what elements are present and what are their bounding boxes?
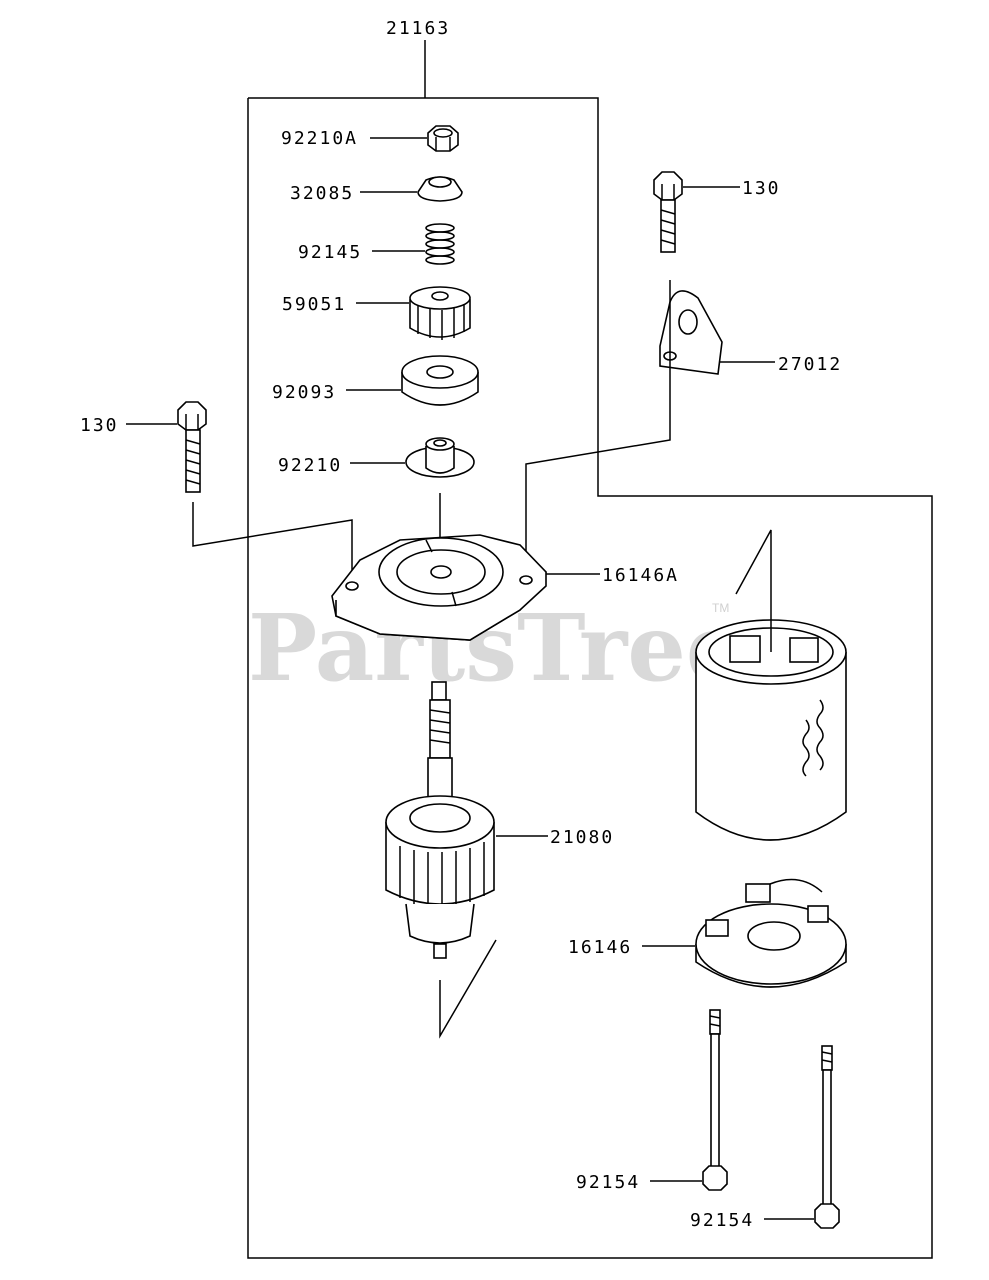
bracket-27012[interactable] [525,280,775,572]
assembly-label: 21163 [386,18,450,39]
washer-92093[interactable] [346,355,479,406]
through-bolt-92154-1[interactable] [650,1009,728,1191]
label-92093: 92093 [272,382,336,403]
armature-21080[interactable] [385,681,548,1039]
label-27012: 27012 [778,354,842,375]
clutch-92210[interactable] [350,437,475,565]
label-92154-1: 92154 [576,1172,640,1193]
label-16146a: 16146A [602,565,679,586]
spring-92145[interactable] [372,223,455,265]
label-130-right: 130 [742,178,781,199]
label-92210a: 92210A [281,128,358,149]
pinion-59051[interactable] [356,286,471,340]
label-92154-2: 92154 [690,1210,754,1231]
label-16146: 16146 [568,937,632,958]
assembly-outline [247,40,933,1259]
label-92210: 92210 [278,455,342,476]
motor-housing[interactable] [695,529,847,841]
through-bolt-92154-2[interactable] [764,1045,840,1229]
label-21080: 21080 [550,827,614,848]
bolt-130-left[interactable] [126,401,353,575]
cap-32085[interactable] [360,176,463,202]
label-92145: 92145 [298,242,362,263]
brush-holder-16146[interactable] [642,878,847,988]
nut-92210a[interactable] [370,125,459,152]
bolt-130-right[interactable] [653,171,740,253]
label-32085: 32085 [290,183,354,204]
label-130-left: 130 [80,415,119,436]
end-cover-16146a[interactable] [331,534,600,641]
watermark-trademark: TM [712,601,729,615]
label-59051: 59051 [282,294,346,315]
